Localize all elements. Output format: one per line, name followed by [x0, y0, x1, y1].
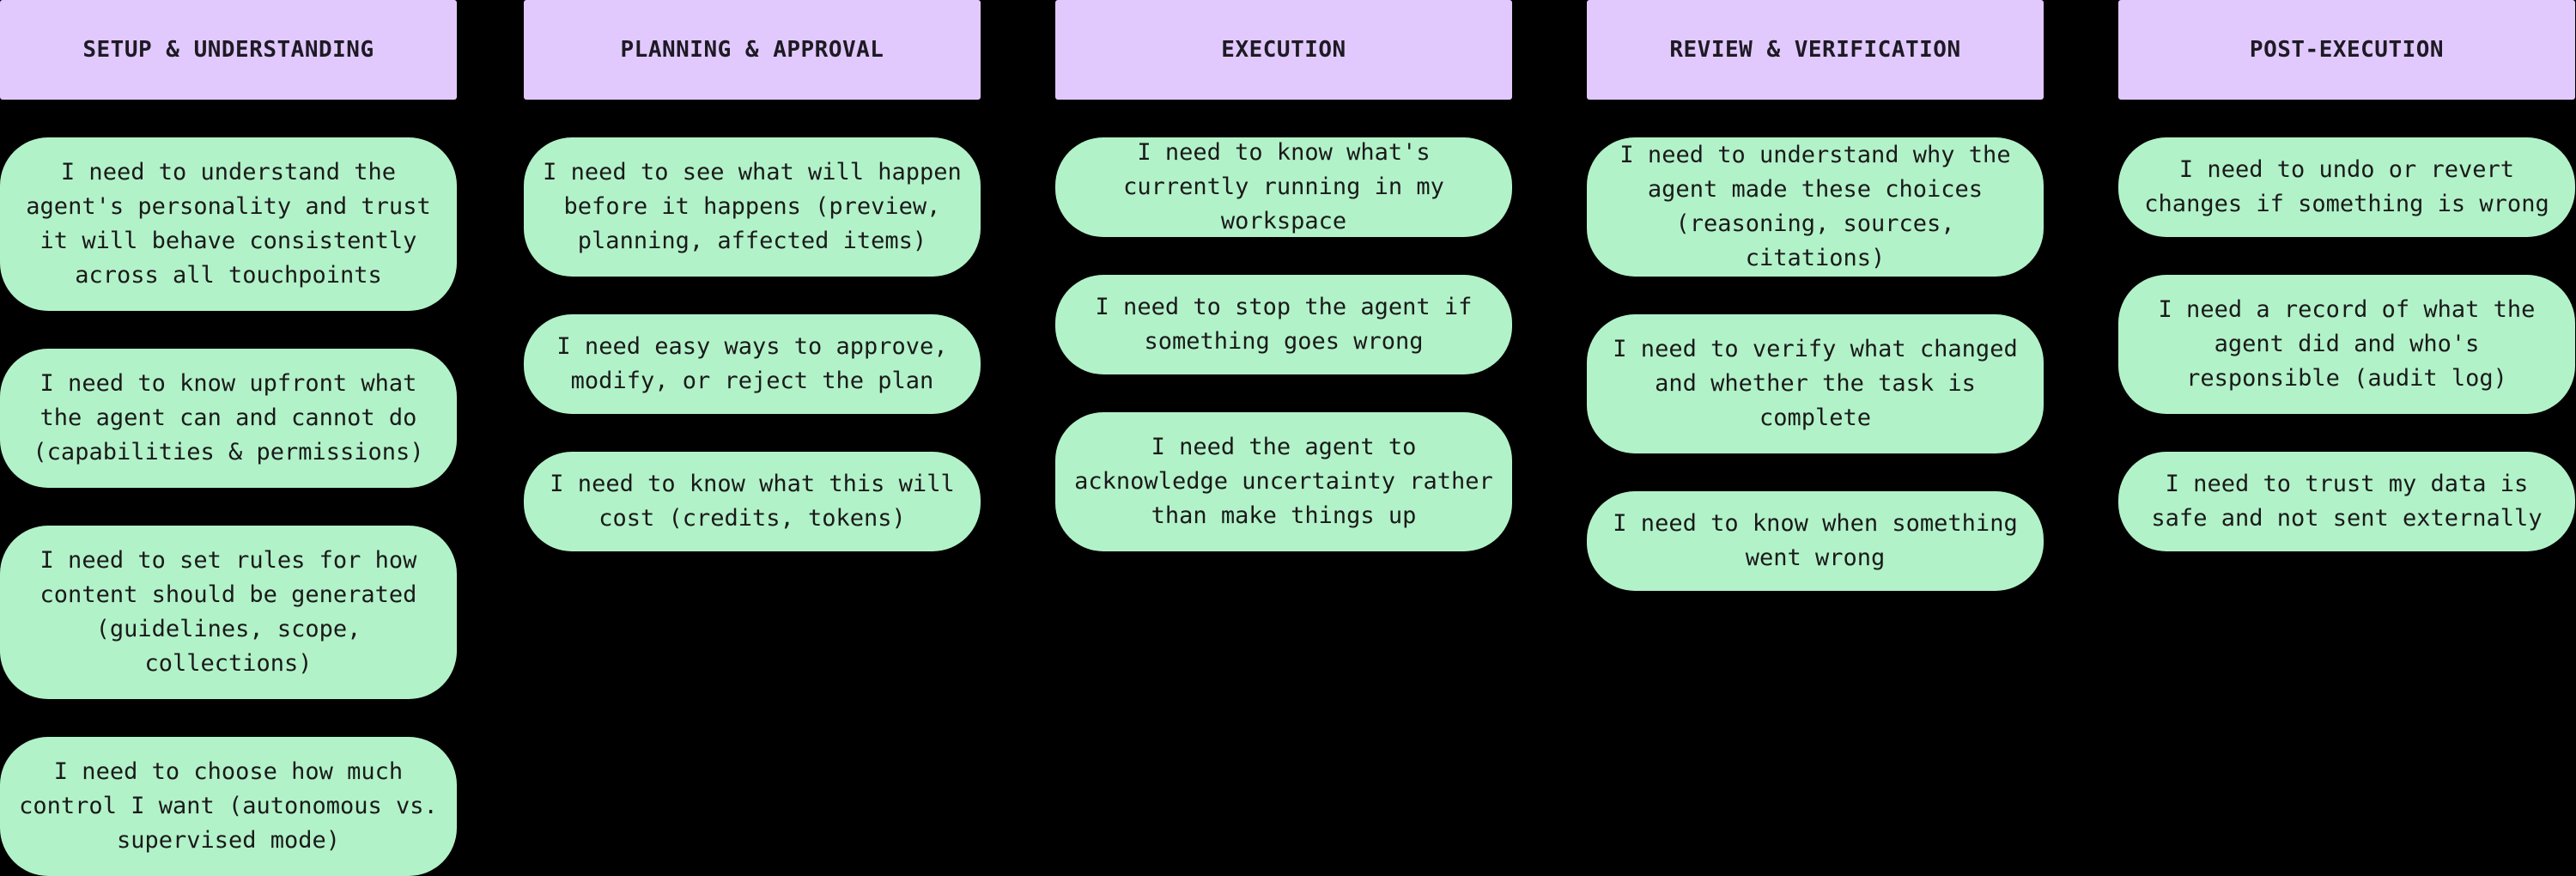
need-card: I need to know what's currently running … — [1055, 137, 1512, 237]
column-header: REVIEW & VERIFICATION — [1587, 0, 2044, 100]
need-card: I need a record of what the agent did an… — [2118, 275, 2575, 414]
column-planning-approval: PLANNING & APPROVAL I need to see what w… — [524, 0, 981, 551]
column-header: PLANNING & APPROVAL — [524, 0, 981, 100]
column-review-verification: REVIEW & VERIFICATION I need to understa… — [1587, 0, 2044, 591]
need-card: I need easy ways to approve, modify, or … — [524, 314, 981, 414]
column-header: SETUP & UNDERSTANDING — [0, 0, 457, 100]
need-card: I need to see what will happen before it… — [524, 137, 981, 277]
card-list: I need to undo or revert changes if some… — [2118, 137, 2575, 551]
need-card: I need to undo or revert changes if some… — [2118, 137, 2575, 237]
column-post-execution: POST-EXECUTION I need to undo or revert … — [2118, 0, 2575, 551]
need-card: I need to stop the agent if something go… — [1055, 275, 1512, 374]
card-list: I need to understand the agent's persona… — [0, 137, 457, 876]
need-card: I need to know upfront what the agent ca… — [0, 349, 457, 488]
column-header: EXECUTION — [1055, 0, 1512, 100]
card-list: I need to understand why the agent made … — [1587, 137, 2044, 591]
card-list: I need to see what will happen before it… — [524, 137, 981, 551]
need-card: I need to understand why the agent made … — [1587, 137, 2044, 277]
card-list: I need to know what's currently running … — [1055, 137, 1512, 551]
need-card: I need to know when something went wrong — [1587, 491, 2044, 591]
need-card: I need to verify what changed and whethe… — [1587, 314, 2044, 453]
need-card: I need to choose how much control I want… — [0, 737, 457, 876]
need-card: I need to set rules for how content shou… — [0, 526, 457, 699]
column-header: POST-EXECUTION — [2118, 0, 2575, 100]
need-card: I need to understand the agent's persona… — [0, 137, 457, 311]
column-execution: EXECUTION I need to know what's currentl… — [1055, 0, 1512, 551]
need-card: I need to know what this will cost (cred… — [524, 452, 981, 551]
need-card: I need to trust my data is safe and not … — [2118, 452, 2575, 551]
column-setup-understanding: SETUP & UNDERSTANDING I need to understa… — [0, 0, 457, 876]
need-card: I need the agent to acknowledge uncertai… — [1055, 412, 1512, 551]
